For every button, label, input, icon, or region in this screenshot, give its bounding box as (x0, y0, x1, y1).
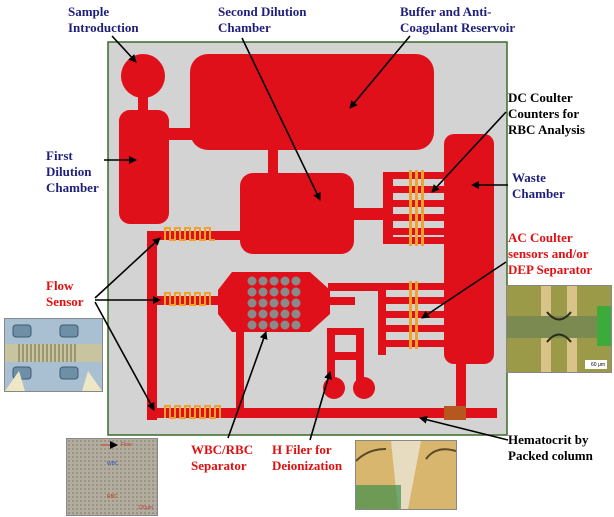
label-hematocrit: Hematocrit by Packed column (508, 432, 593, 463)
arrow-dc-coulter (431, 111, 507, 193)
label-second-dilution: Second Dilution Chamber (218, 4, 307, 35)
label-first-dilution: First Dilution Chamber (46, 148, 99, 195)
arrow-buffer (349, 35, 411, 109)
arrow-flow-3 (94, 301, 155, 411)
sample-inlet-port (121, 54, 165, 98)
separator-pillars (247, 276, 301, 330)
wbc-text: WBC (107, 461, 119, 467)
arrow-sample (111, 35, 137, 63)
flow-sensor-electrodes (164, 227, 221, 419)
label-sample-introduction: Sample Introduction (68, 4, 139, 35)
ac-coulter-photo: 60 μm (506, 285, 612, 373)
label-ac-coulter: AC Coulter sensors and/or DEP Separator (508, 230, 593, 277)
h-filter-photo (355, 440, 457, 510)
label-h-filter: H Filer for Deionization (272, 442, 343, 473)
annotation-arrows (94, 35, 509, 441)
waste-chamber (444, 134, 494, 364)
arrow-wbc-rbc (227, 331, 268, 439)
flow-sensor-photo (4, 318, 103, 392)
label-waste-chamber: Waste Chamber (512, 170, 565, 201)
rbc-text: RBC (107, 494, 118, 500)
label-dc-coulter: DC Coulter Counters for RBC Analysis (508, 90, 585, 137)
arrow-flow-1 (94, 237, 161, 299)
label-flow-sensor: Flow Sensor (46, 278, 84, 309)
arrow-second-dilution (241, 37, 321, 201)
ac-coulter-electrodes (409, 281, 418, 349)
scale-bar-label: 60 μm (591, 362, 605, 368)
packed-column (444, 406, 466, 420)
small-scale-text: 120μm (137, 505, 153, 511)
h-filter-port-right (353, 377, 375, 399)
label-wbc-rbc-separator: WBC/RBC Separator (191, 442, 254, 473)
arrow-hematocrit (419, 415, 509, 441)
label-buffer-reservoir: Buffer and Anti- Coagulant Reservoir (400, 4, 516, 35)
wbc-rbc-separator-photo: Flow WBC RBC 120μm (66, 438, 158, 516)
flow-text: Flow (121, 442, 132, 448)
second-dilution-chamber (240, 173, 354, 254)
buffer-reservoir (190, 54, 434, 150)
h-filter-port-left (323, 377, 345, 399)
dc-coulter-electrodes (409, 170, 424, 246)
first-dilution-chamber (119, 110, 169, 224)
arrow-h-filter (309, 371, 332, 441)
arrow-ac-coulter (421, 261, 507, 319)
